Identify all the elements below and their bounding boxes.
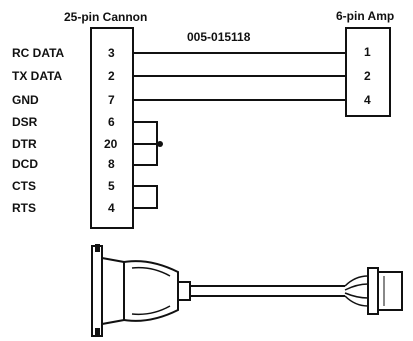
signal-label-dtr: DTR <box>12 137 37 151</box>
cannon-pin-2: 2 <box>108 69 115 83</box>
amp-pin-1: 1 <box>364 45 371 59</box>
cannon-pin-6: 6 <box>108 115 115 129</box>
signal-label-tx-data: TX DATA <box>12 69 63 83</box>
amp-pin-4: 4 <box>364 93 371 107</box>
cannon-connector-box <box>90 27 134 229</box>
left-connector-title: 25-pin Cannon <box>64 10 147 24</box>
signal-label-dcd: DCD <box>12 157 38 171</box>
cable-illustration <box>91 244 403 337</box>
part-number-label: 005-015118 <box>187 30 251 44</box>
right-connector-title: 6-pin Amp <box>336 9 394 23</box>
signal-label-rts: RTS <box>12 201 36 215</box>
amp-connector-box <box>345 27 391 117</box>
cannon-pin-7: 7 <box>108 93 115 107</box>
loopback-cts-rts <box>133 185 158 209</box>
junction-dot <box>157 141 163 147</box>
signal-label-gnd: GND <box>12 93 39 107</box>
amp-pin-2: 2 <box>364 69 371 83</box>
signal-label-dsr: DSR <box>12 115 38 129</box>
cannon-pin-4: 4 <box>108 201 115 215</box>
cannon-pin-5: 5 <box>108 179 115 193</box>
signal-label-cts: CTS <box>12 179 36 193</box>
cannon-pin-20: 20 <box>104 137 118 151</box>
cannon-pin-8: 8 <box>108 157 115 171</box>
signal-label-rc-data: RC DATA <box>12 46 65 60</box>
cannon-pin-3: 3 <box>108 46 115 60</box>
